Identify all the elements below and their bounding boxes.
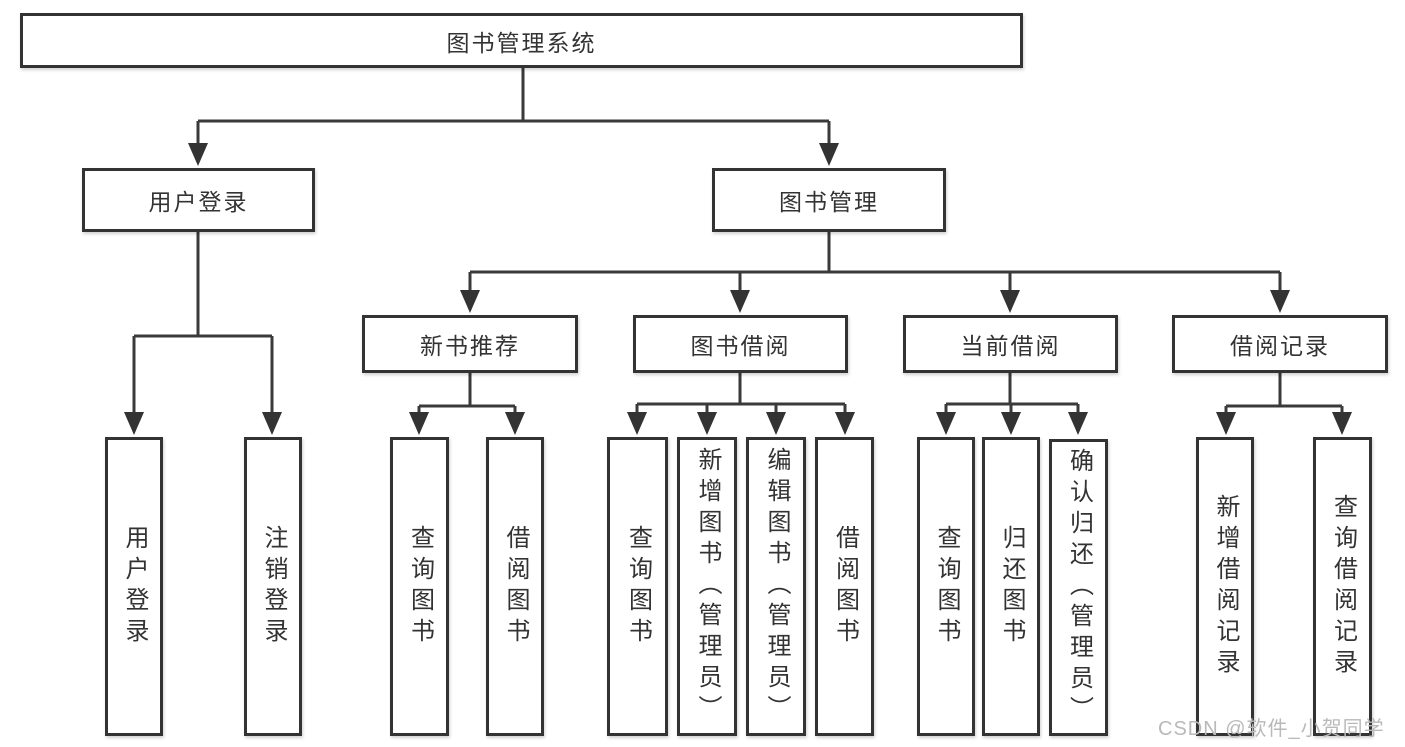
- leaf-logout-login: 注销登录: [244, 437, 302, 736]
- leaf-confirm-return-admin: 确认归还（管理员）: [1049, 439, 1108, 736]
- node-borrowing-records: 借阅记录: [1172, 315, 1388, 373]
- node-library-management-system: 图书管理系统: [20, 13, 1023, 68]
- leaf-borrow-books-recommend: 借阅图书: [486, 437, 544, 736]
- leaf-user-login: 用户登录: [105, 437, 163, 736]
- leaf-query-books-current: 查询图书: [917, 437, 975, 736]
- node-current-borrowing: 当前借阅: [903, 315, 1118, 373]
- leaf-return-books: 归还图书: [982, 437, 1040, 736]
- csdn-watermark: CSDN @软件_小贺同学: [1158, 718, 1385, 740]
- node-book-borrowing: 图书借阅: [633, 315, 848, 373]
- leaf-borrow-books-borrowing: 借阅图书: [815, 437, 874, 736]
- connector-lines: [132, 68, 1344, 414]
- leaf-query-books-borrowing: 查询图书: [607, 437, 668, 736]
- leaf-add-book-admin: 新增图书（管理员）: [677, 437, 737, 736]
- leaf-query-borrow-record: 查询借阅记录: [1313, 437, 1372, 736]
- node-new-book-recommendation: 新书推荐: [362, 315, 578, 373]
- leaf-edit-book-admin: 编辑图书（管理员）: [746, 437, 806, 736]
- leaf-add-borrow-record: 新增借阅记录: [1196, 437, 1254, 736]
- node-book-management: 图书管理: [712, 168, 946, 232]
- node-user-login: 用户登录: [82, 168, 315, 232]
- leaf-query-books-recommend: 查询图书: [390, 437, 449, 736]
